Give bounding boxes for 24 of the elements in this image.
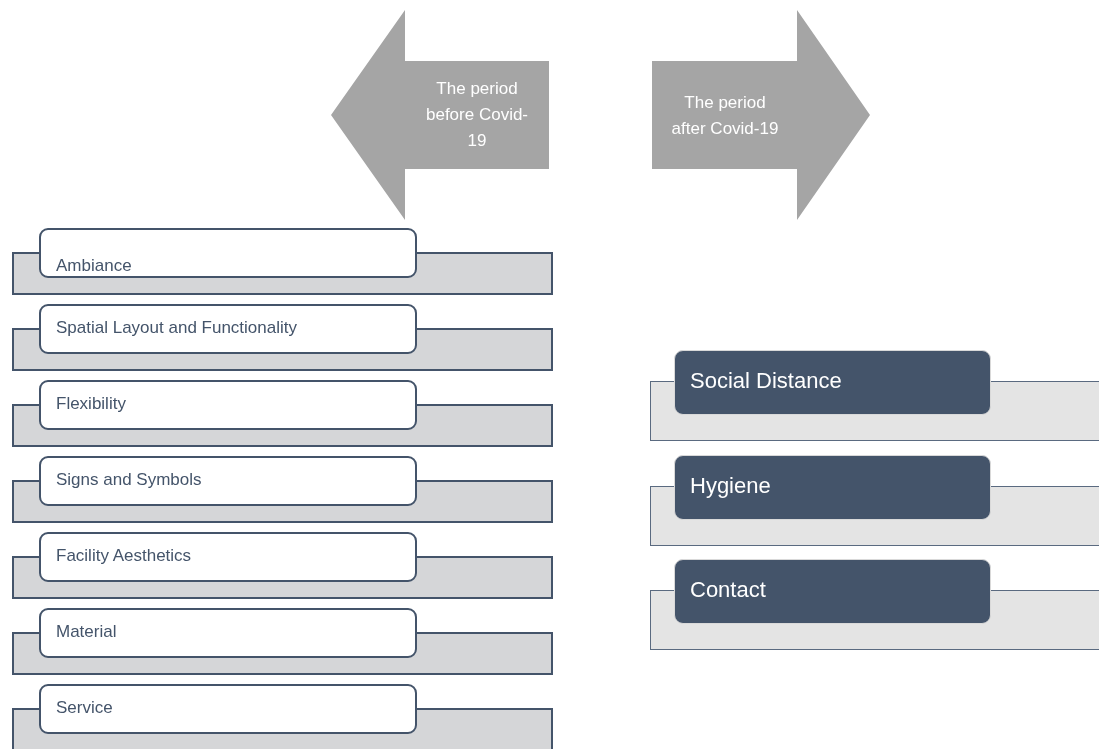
arrow-label: The period before Covid-19 xyxy=(424,78,530,152)
box-label: Ambiance xyxy=(56,256,132,276)
box-label: Hygiene xyxy=(690,473,771,499)
criterion-box xyxy=(39,228,417,278)
criterion-box xyxy=(39,532,417,582)
criterion-box xyxy=(39,380,417,430)
box-label: Service xyxy=(56,698,113,718)
box-label: Social Distance xyxy=(690,368,842,394)
box-label: Spatial Layout and Functionality xyxy=(56,318,297,338)
criterion-box xyxy=(39,684,417,734)
box-label: Contact xyxy=(690,577,766,603)
factor-box xyxy=(674,350,991,415)
factor-box xyxy=(674,559,991,624)
box-label: Signs and Symbols xyxy=(56,470,202,490)
box-label: Material xyxy=(56,622,117,642)
right-arrow-shape xyxy=(652,10,870,220)
criterion-box xyxy=(39,456,417,506)
criterion-box xyxy=(39,304,417,354)
left-arrow-shape xyxy=(331,10,549,220)
arrow-label: The period after Covid-19 xyxy=(670,92,780,140)
box-label: Flexibility xyxy=(56,394,126,414)
criterion-box xyxy=(39,608,417,658)
box-label: Facility Aesthetics xyxy=(56,546,192,566)
factor-box xyxy=(674,455,991,520)
